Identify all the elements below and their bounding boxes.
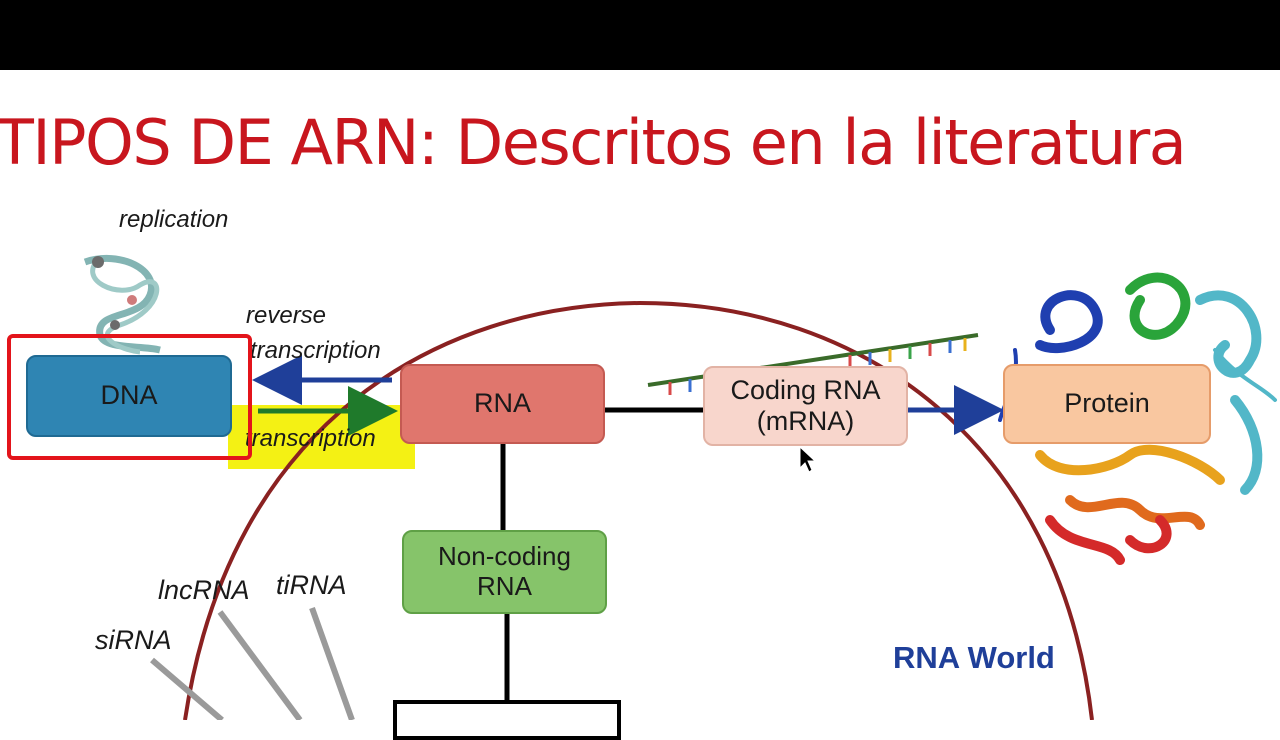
tirna-line <box>309 606 355 720</box>
protein-structure-icon <box>998 272 1277 565</box>
coding-rna-label-line1: Coding RNA <box>730 374 881 405</box>
noncoding-rna-node: Non-coding RNA <box>402 530 607 614</box>
bottom-node <box>393 700 621 740</box>
lncrna-line <box>217 610 303 720</box>
lncrna-label: lncRNA <box>158 575 250 605</box>
diagram-canvas <box>83 254 1277 720</box>
mouse-cursor-icon <box>799 445 817 473</box>
noncoding-rna-label-line1: Non-coding <box>438 541 571 572</box>
protein-node: Protein <box>1003 364 1211 444</box>
reverse-transcription-label-line1: reverse <box>246 302 327 329</box>
reverse-transcription-label-line2: transcription <box>250 337 381 364</box>
protein-node-label: Protein <box>1064 388 1150 419</box>
coding-rna-label-line2: (mRNA) <box>756 406 855 436</box>
coding-rna-node: Coding RNA (mRNA) <box>703 366 908 446</box>
noncoding-rna-label-line2: RNA <box>477 571 532 601</box>
rna-node: RNA <box>400 364 605 444</box>
dna-node: DNA <box>26 355 232 437</box>
rna-world-label: RNA World <box>893 640 1055 675</box>
dna-helix-icon <box>83 254 161 355</box>
dna-node-label: DNA <box>100 380 158 411</box>
slide-title: TIPOS DE ARN: Descritos en la literatura <box>0 106 1187 179</box>
tirna-label: tiRNA <box>276 570 347 600</box>
transcription-label: transcription <box>245 425 376 452</box>
sirna-label: siRNA <box>95 625 172 655</box>
rna-node-label: RNA <box>473 388 531 419</box>
dna-selection-outline <box>7 334 252 460</box>
sirna-line <box>150 657 224 720</box>
rna-world-circle <box>183 300 1094 720</box>
top-black-bar <box>0 0 1280 70</box>
replication-label: replication <box>119 206 229 233</box>
